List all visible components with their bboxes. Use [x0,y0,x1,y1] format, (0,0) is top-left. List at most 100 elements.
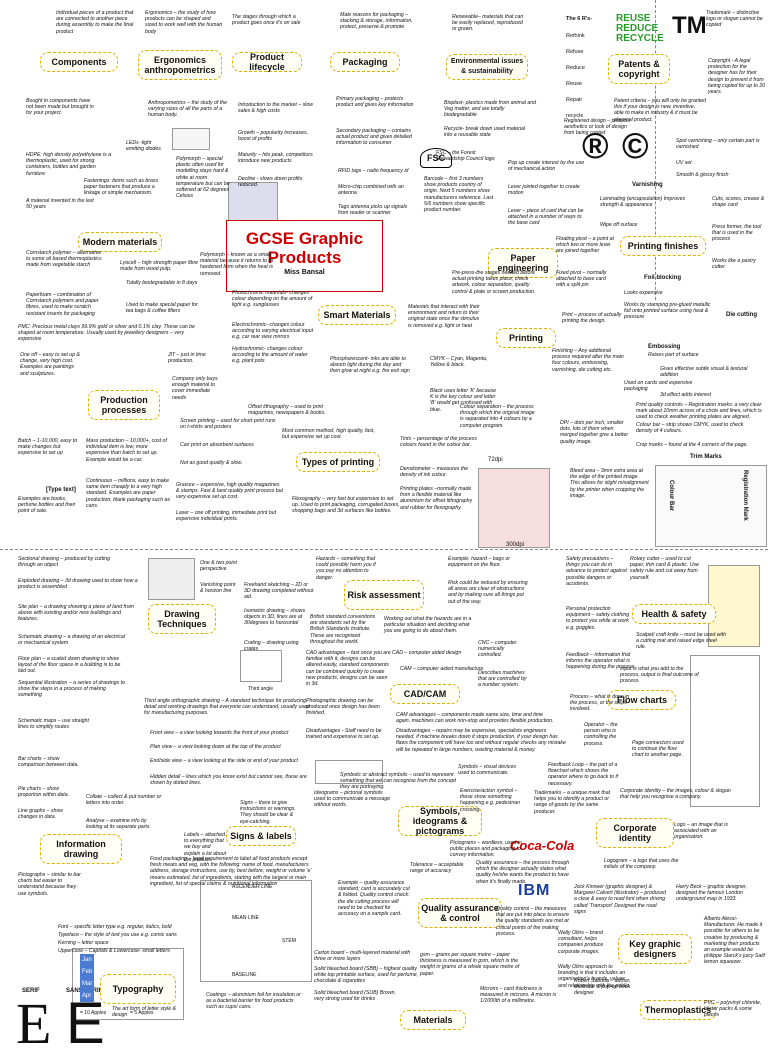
note: Secondary packaging – contains actual pr… [336,128,412,147]
note: gsm – grams per square metre – paper thi… [420,952,520,977]
note: CAM advantages – components made same si… [396,712,554,725]
note: Used to make special paper for tea bags … [126,302,198,315]
main-title-box: GCSE Graphic Products Miss Bansal [226,220,383,292]
colour-bar-image [655,465,767,547]
note: Cuts, scores, crease & shape card [712,196,765,209]
note: Floating pivot – a point at which two or… [556,236,614,255]
note: Quality assurance – the process through … [476,860,570,885]
box-symbols: Symbols, ideograms & pictograms [398,806,482,836]
note: Describes machines that are controlled b… [478,670,527,689]
note: Schematic drawing – a drawing of an elec… [18,634,125,647]
pictograph-key-1: = 10 Apples [80,1010,107,1016]
box-thermo: Thermoplastics [640,1000,716,1020]
note: Vanishing point & horizon line [200,582,236,595]
note: Photochromic materials- changes colour d… [232,290,313,309]
note: Pictographs – similar to bar charts but … [18,872,81,897]
trademark-symbol: TM [672,12,707,39]
third-angle-label: Third angle [248,686,274,692]
olympic-rings-image [315,760,383,784]
note: Registered design – protects aesthetics … [564,118,631,137]
colour-bar-label: Colour Bar [668,480,674,512]
box-printing: Printing [496,328,556,348]
note: Alberto Alessi- Manufacturer. He made it… [704,916,765,966]
box-signs: Signs & labels [226,826,296,846]
note: Plan view – a view looking down at the t… [150,744,281,750]
note: Ergonomics – the study of how products c… [145,10,223,35]
note: Working out what the hazards are in a pa… [384,616,472,635]
note: Not as good quality & slow. [180,460,243,466]
sans-e-sample: E [66,991,105,1056]
third-angle-image [240,650,282,682]
reuse-reduce-recycle-logo: REUSE REDUCE RECYCLE [616,13,664,44]
note: Mass production – 10,000+, cost of indiv… [86,438,167,463]
box-corporate: Corporate identity [596,818,674,848]
note: Pre-press-the stages needed before actua… [452,270,536,295]
note: Uppercase – Capitals & Lowercase- small … [58,948,170,954]
note: CAD advantages – fast once you are famil… [306,650,391,688]
note: HDPE: high density polyethylene is a the… [26,152,112,177]
note: Tolerance – acceptable range of accuracy [410,862,464,875]
note: Densitometer – measures the density of i… [400,466,469,479]
die-cutting-label: Die cutting [726,312,757,318]
note: Schematic maps – use straight lines to s… [18,718,89,731]
dpi-300-label: 300dpi [506,542,525,548]
note: Typeface – the style of text you use e.g… [58,932,177,938]
note: Continuous – millions, easy to make same… [86,478,170,509]
note: Gives effective subtle visual & textural… [660,366,748,379]
note: Logogram – a logo that uses the initials… [604,858,679,871]
ibm-logo: IBM [518,882,551,899]
note: Works like a pastry cutter [712,258,756,271]
note: Anthropometrics – the study of the varyi… [148,100,228,119]
note: Gravure – expensive, high quality magazi… [176,482,283,501]
note: Laser – one off printing, immediate prin… [176,510,277,523]
note: Process – what is done in the process, o… [570,694,630,713]
embossing-label: Embossing [648,344,681,350]
box-cadcam: CAD/CAM [390,684,460,704]
box-health: Health & safety [632,604,716,624]
fsc-logo: FSC [420,148,452,168]
note: Trademarks – a unique mark that helps yo… [534,790,611,815]
note: Spot varnishing – only certain part is v… [676,138,760,151]
section-divider-right [655,0,656,300]
box-packaging: Packaging [330,52,400,72]
note: Lever jointed together to create motion [508,184,580,197]
pictograph-months: Jan Feb Mar Apr [80,954,95,1002]
registration-mark-label: Registration Mark [742,470,748,521]
camera-exploded-image [148,558,195,600]
note: End/side view – a view looking at the si… [150,758,298,764]
note: Kerning – letter space [58,940,109,946]
note: Introduction to the market – slow sales … [238,102,313,115]
box-materials: Materials [400,1010,466,1030]
note: DPI – dots per inch, smaller dots, lots … [560,420,629,445]
note: Input is what you add to the process, ou… [620,666,699,685]
note: Electrochromic- changes colour according… [232,322,314,341]
note: Solid bleached board (SUB) Brown, very s… [314,990,396,1003]
note: Sectional drawing – produced by cutting … [18,556,110,569]
ascender-label: ASCENDER LINE [232,884,273,890]
note: Wipe off surface [600,222,638,228]
note: Copyright - A legal protection for the d… [708,58,766,96]
note: Example: hazard – bags or equipment on t… [448,556,510,569]
note: Feedback – information that informs the … [566,652,636,671]
note: Crop marks – found at the 4 corners of t… [636,442,748,448]
box-production: Production processes [88,390,160,420]
note: Line graphs – show changes in data. [18,808,63,821]
note: Phosphorescent- inks are able to absorb … [330,356,410,375]
note: Renewable– materials that can be easily … [452,14,524,33]
note: Pictograms – wordless, used in public pl… [450,840,522,859]
note: Paperfoam – combination of Cornstarch po… [26,292,99,317]
note: Ideograms – pictorial symbols used to co… [314,790,391,809]
note: Print – process of actually printing the… [562,312,622,325]
box-patents: Patents & copyright [608,54,670,84]
note: Press former, the tool that is used in t… [712,224,762,243]
dpi-72-label: 72dpi [488,457,503,463]
box-components: Components [40,52,118,72]
note: Male reasons for packaging – stacking & … [340,12,413,31]
serif-e-sample: E [16,991,52,1056]
note: Hidden detail – lines which you know exi… [150,774,307,787]
note: UV set [676,160,692,166]
note: Examples are books, perfume bottles and … [18,496,76,515]
note: Third angle orthographic drawing – A sta… [144,698,310,717]
box-smart: Smart Materials [318,305,396,325]
note: A material invented in the last 50 years [26,198,94,211]
